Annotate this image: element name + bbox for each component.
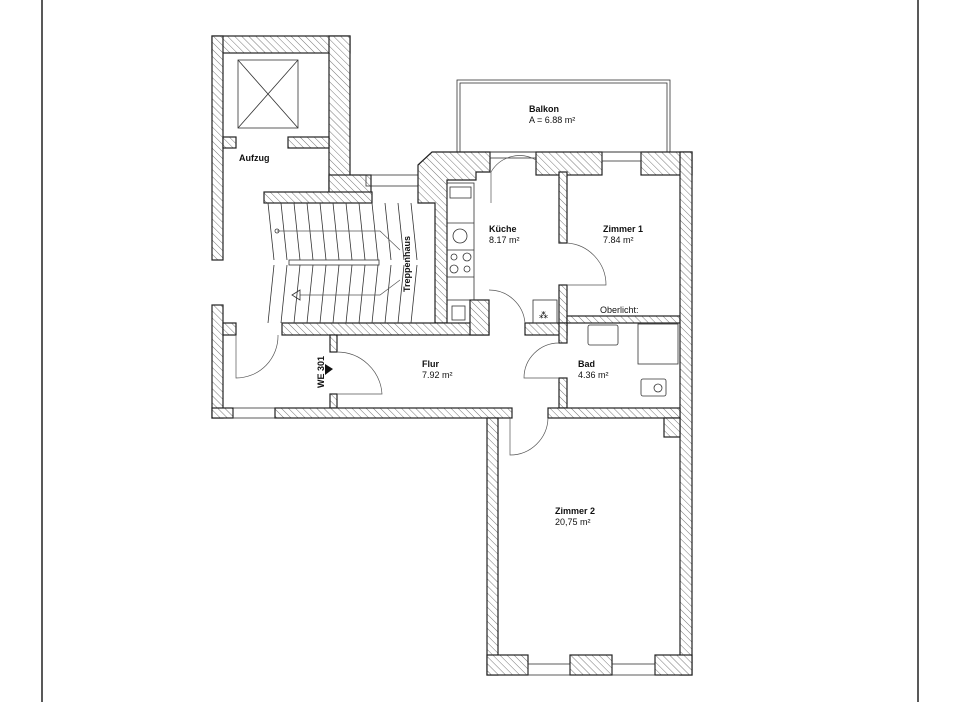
stair-tread bbox=[384, 264, 392, 324]
stair-tread bbox=[267, 202, 275, 261]
stair-tread bbox=[410, 264, 418, 324]
stair-tread bbox=[267, 264, 275, 324]
stair-tread bbox=[371, 264, 379, 324]
room-area-kueche: 8.17 m² bbox=[489, 235, 520, 245]
walls bbox=[211, 35, 693, 676]
stair-tread bbox=[306, 264, 314, 324]
stair-tread bbox=[410, 202, 418, 261]
room-area-bad: 4.36 m² bbox=[578, 370, 609, 380]
room-label-treppenhaus: Treppenhaus bbox=[402, 236, 412, 292]
stair-tread bbox=[319, 202, 327, 261]
stair-tread bbox=[306, 202, 314, 261]
stair-tread bbox=[358, 202, 366, 261]
room-label-kueche: Küche bbox=[489, 224, 517, 234]
room-label-aufzug: Aufzug bbox=[239, 153, 270, 163]
room-label-flur: Flur bbox=[422, 359, 439, 369]
stair-tread bbox=[397, 202, 405, 261]
room-area-zimmer2: 20,75 m² bbox=[555, 517, 591, 527]
entrance-arrow-icon bbox=[325, 364, 333, 375]
stair-tread bbox=[358, 264, 366, 324]
room-area-flur: 7.92 m² bbox=[422, 370, 453, 380]
room-area-balkon: A = 6.88 m² bbox=[529, 115, 575, 125]
stair-tread bbox=[319, 264, 327, 324]
stair-tread bbox=[371, 202, 379, 261]
stairs-icon bbox=[267, 202, 418, 324]
room-label-bad: Bad bbox=[578, 359, 595, 369]
stair-tread bbox=[293, 202, 301, 261]
stair-tread bbox=[293, 264, 301, 324]
room-label-balkon: Balkon bbox=[529, 104, 559, 114]
bathroom-fixtures-icon bbox=[587, 323, 679, 397]
stair-tread bbox=[280, 202, 288, 261]
doors bbox=[235, 155, 607, 456]
room-label-zimmer2: Zimmer 2 bbox=[555, 506, 595, 516]
svg-text:⁂: ⁂ bbox=[539, 310, 548, 320]
stair-tread bbox=[345, 202, 353, 261]
room-area-zimmer1: 7.84 m² bbox=[603, 235, 634, 245]
stair-tread bbox=[397, 264, 405, 324]
stair-tread bbox=[332, 264, 340, 324]
elevator-shaft-icon bbox=[237, 59, 299, 129]
stair-tread bbox=[345, 264, 353, 324]
stair-tread bbox=[384, 202, 392, 261]
unit-label: WE 301 bbox=[316, 356, 326, 388]
room-label-zimmer1: Zimmer 1 bbox=[603, 224, 643, 234]
oberlicht-label: Oberlicht: bbox=[600, 305, 639, 315]
stair-tread bbox=[280, 264, 288, 324]
stair-tread bbox=[332, 202, 340, 261]
kitchen-counter-icon: ⁂ bbox=[446, 182, 558, 324]
